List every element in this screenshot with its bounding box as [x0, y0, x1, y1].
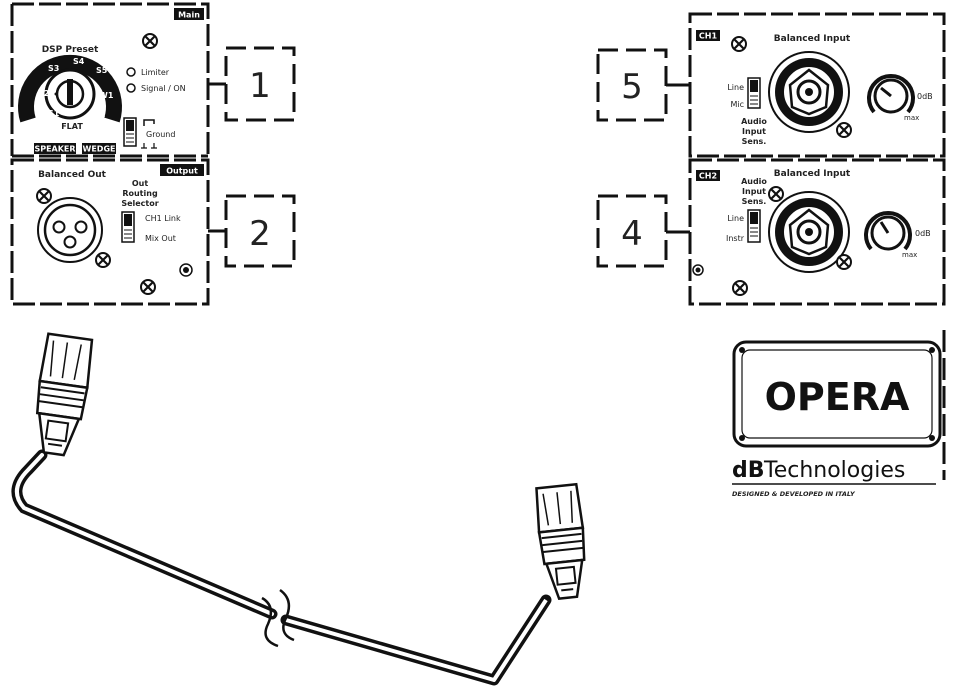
screw-icon	[767, 185, 785, 203]
preset-s4: S4	[73, 57, 85, 66]
output-tag: Output	[166, 167, 198, 176]
callout-number: 5	[621, 67, 643, 107]
preset-s5: S5	[96, 66, 108, 75]
ground-lift-icon	[143, 119, 155, 126]
ground-terminal-icon	[179, 263, 193, 277]
ch1-line-label: Line	[727, 83, 744, 92]
callout-5: 5	[596, 48, 690, 122]
ch2-sens-2: Input	[742, 187, 766, 196]
callout-1: 1	[208, 46, 296, 122]
ground-symbol-icon	[141, 143, 157, 149]
mix-out-label: Mix Out	[145, 234, 176, 243]
limiter-led-icon	[126, 67, 136, 77]
ch1-sens-1: Audio	[741, 117, 767, 126]
ch1-0db-label: 0dB	[917, 92, 933, 101]
screw-icon	[139, 278, 157, 296]
ch1-gain-knob[interactable]	[867, 74, 915, 114]
preset-w1: W1	[99, 91, 114, 100]
screw-icon	[835, 121, 853, 139]
main-panel: Main DSP Preset S4 S3 S5 S2 W1 S1 W2 FLA…	[10, 2, 210, 158]
routing-switch[interactable]	[121, 211, 135, 243]
ground-label: Ground	[146, 130, 175, 139]
routing-label-2: Routing	[122, 189, 158, 198]
screw-icon	[35, 187, 53, 205]
ch2-panel: CH2 Balanced Input Audio Input Sens. Lin…	[688, 158, 946, 306]
routing-label-3: Selector	[121, 199, 158, 208]
xlr-output-jack[interactable]	[37, 197, 103, 263]
callout-number: 1	[249, 66, 271, 106]
maker-rest: Technologies	[763, 458, 905, 483]
ch2-0db-label: 0dB	[915, 229, 931, 238]
tagline: DESIGNED & DEVELOPED IN ITALY	[732, 490, 856, 498]
ch1-combo-jack[interactable]	[768, 51, 850, 133]
ch2-instr-label: Instr	[726, 234, 745, 243]
preset-s1: S1	[48, 109, 60, 118]
ch2-max-label: max	[902, 251, 917, 259]
flat-label: FLAT	[61, 122, 83, 131]
ch1-title: Balanced Input	[774, 34, 851, 44]
output-tag-bg	[160, 164, 204, 176]
wedge-label: WEDGE	[83, 145, 116, 154]
xlr-plug-left	[35, 332, 94, 457]
ch1-tag: CH1	[699, 32, 718, 41]
ch1-sens-3: Sens.	[742, 137, 767, 146]
ch1-sens-2: Input	[742, 127, 766, 136]
routing-label-1: Out	[132, 179, 148, 188]
ch1-tag-bg	[696, 30, 720, 41]
ch2-title: Balanced Input	[774, 169, 851, 179]
ch1-sens-switch[interactable]	[747, 77, 761, 109]
ch2-tag-bg	[696, 170, 720, 181]
ch2-tag: CH2	[699, 172, 717, 181]
screw-icon	[731, 279, 749, 297]
dsp-preset-knob[interactable]	[18, 54, 122, 123]
screw-icon	[94, 251, 112, 269]
limiter-label: Limiter	[141, 68, 170, 77]
balanced-out-title: Balanced Out	[38, 170, 107, 180]
preset-s3: S3	[48, 64, 59, 73]
main-tag: Main	[178, 11, 200, 20]
ch1-mic-label: Mic	[730, 100, 744, 109]
ch2-sens-3: Sens.	[742, 197, 767, 206]
ch1-panel: CH1 Balanced Input Line Mic Audio Input …	[688, 12, 946, 158]
ground-terminal-icon	[692, 264, 704, 276]
screw-icon	[730, 35, 748, 53]
opera-logo-plate	[732, 340, 942, 448]
output-panel: Output Balanced Out Out Routing Selector…	[10, 158, 210, 306]
main-tag-bg	[174, 8, 204, 20]
speaker-label: SPEAKER	[34, 145, 75, 154]
ch2-sens-switch[interactable]	[747, 209, 761, 243]
preset-w2: W2	[91, 110, 105, 119]
callout-2: 2	[208, 194, 296, 268]
screw-icon	[835, 253, 853, 271]
signal-led-icon	[126, 83, 136, 93]
ch1-link-label: CH1 Link	[145, 214, 181, 223]
maker-bold: dB	[732, 458, 765, 483]
screw-icon	[141, 32, 159, 50]
signal-label: Signal / ON	[141, 84, 186, 93]
ch2-combo-jack[interactable]	[768, 191, 850, 273]
dsp-preset-title: DSP Preset	[42, 45, 99, 55]
ch2-line-label: Line	[727, 214, 744, 223]
preset-s2: S2	[38, 89, 49, 98]
opera-logo: OPERA	[765, 375, 910, 419]
callout-4: 4	[596, 194, 690, 268]
callout-number: 4	[621, 214, 643, 254]
xlr-cable	[11, 449, 552, 686]
ch2-sens-1: Audio	[741, 177, 767, 186]
xlr-plug-right	[535, 482, 586, 600]
cable-break-icon	[261, 596, 279, 648]
ground-switch[interactable]	[123, 117, 137, 147]
ch1-max-label: max	[904, 114, 919, 122]
ch2-gain-knob[interactable]	[864, 211, 912, 251]
speaker-tag-bg	[34, 143, 76, 154]
wedge-tag-bg	[82, 143, 116, 154]
callout-number: 2	[249, 214, 271, 254]
brand-block: OPERA dB Technologies DESIGNED & DEVELOP…	[732, 330, 946, 498]
